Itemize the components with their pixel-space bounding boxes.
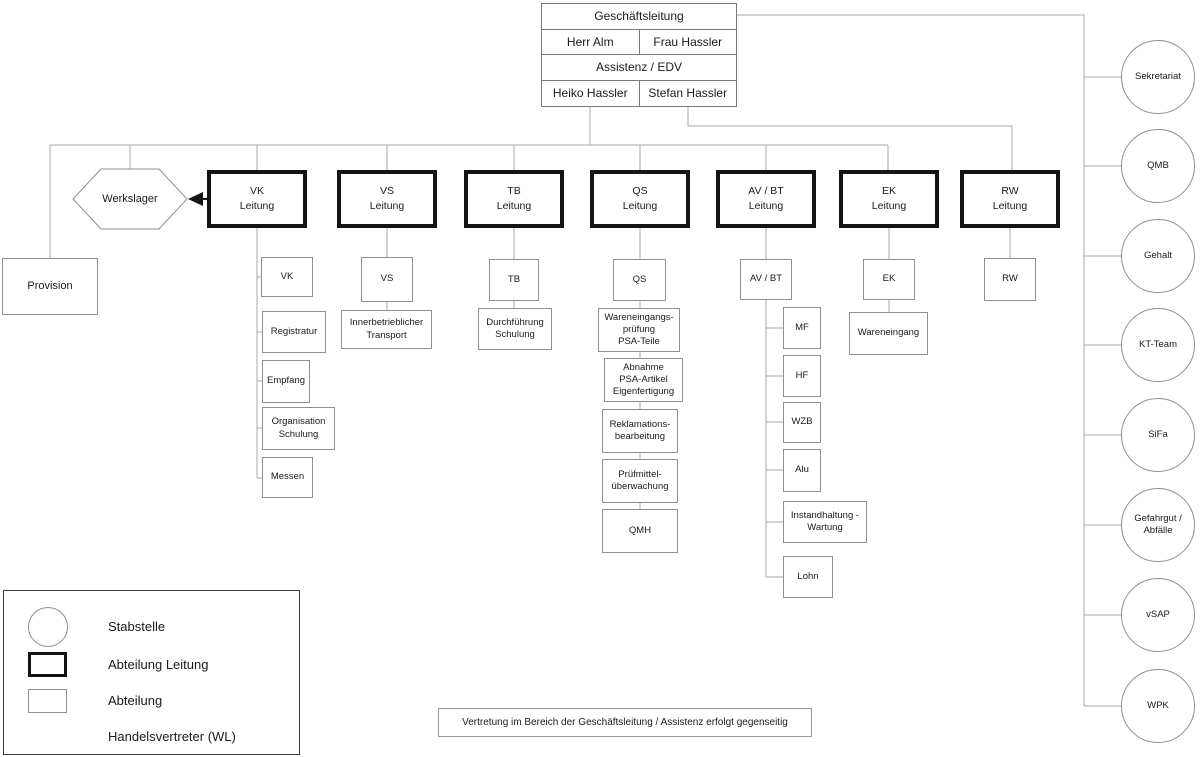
- management-assistant-right: Stefan Hassler: [648, 86, 728, 101]
- unit-mf: MF: [783, 307, 821, 349]
- unit-rw: RW: [984, 258, 1036, 301]
- unit-abnahme-psa-artikel: Abnahme PSA-Artikel Eigenfertigung: [604, 358, 683, 402]
- staff-spine-line: [737, 14, 1085, 706]
- unit-alu: Alu: [783, 449, 821, 492]
- legend-label-abteilung: Abteilung: [108, 693, 163, 708]
- unit-hf: HF: [783, 355, 821, 397]
- unit-av-bt: AV / BT: [740, 259, 792, 300]
- unit-wareneingangspruefung-psa-teile: Wareneingangs- prüfung PSA-Teile: [598, 308, 680, 352]
- unit-qs: QS: [613, 259, 666, 301]
- management-person-right: Frau Hassler: [653, 34, 723, 49]
- staff-circle-qmb: QMB: [1121, 129, 1195, 203]
- stefan-branch-line: [687, 107, 1013, 170]
- management-assistance: Assistenz / EDV: [542, 55, 736, 81]
- dept-leader-vk: VK Leitung: [207, 170, 307, 228]
- unit-ek: EK: [863, 259, 915, 300]
- unit-organisation-schulung: Organisation Schulung: [262, 407, 335, 450]
- legend-boldrect-icon: [28, 652, 67, 677]
- staff-circle-gefahrgut: Gefahrgut / Abfälle: [1121, 488, 1195, 562]
- staff-circle-sekretariat: Sekretariat: [1121, 40, 1195, 114]
- unit-innerbetrieblicher-transport: Innerbetrieblicher Transport: [341, 310, 432, 349]
- dept-leader-av-bt: AV / BT Leitung: [716, 170, 816, 228]
- legend-label-abteilung-leitung: Abteilung Leitung: [108, 657, 209, 672]
- unit-messen: Messen: [262, 457, 313, 498]
- note-box: Vertretung im Bereich der Geschäftsleitu…: [438, 708, 812, 737]
- provision-box: Provision: [2, 258, 98, 315]
- unit-registratur: Registratur: [262, 311, 326, 353]
- unit-vk: VK: [261, 257, 313, 297]
- legend-circle-icon: [28, 607, 68, 647]
- management-box: Geschäftsleitung Herr Alm Frau Hassler A…: [541, 3, 737, 107]
- werkslager-label: Werkslager: [102, 193, 158, 205]
- unit-wzb: WZB: [783, 402, 821, 443]
- management-person-left: Herr Alm: [542, 29, 640, 54]
- unit-reklamationsbearbeitung: Reklamations- bearbeitung: [602, 409, 678, 453]
- unit-tb: TB: [489, 259, 539, 301]
- unit-empfang: Empfang: [262, 360, 310, 403]
- unit-qmh: QMH: [602, 509, 678, 553]
- unit-wareneingang: Wareneingang: [849, 312, 928, 355]
- unit-vs: VS: [361, 257, 413, 302]
- management-assistant-left: Heiko Hassler: [542, 80, 640, 106]
- unit-lohn: Lohn: [783, 556, 833, 598]
- dept-leader-ek: EK Leitung: [839, 170, 939, 228]
- unit-durchfuehrung-schulung: Durchführung Schulung: [478, 308, 552, 350]
- legend-rect-icon: [28, 689, 67, 713]
- dept-leader-qs: QS Leitung: [590, 170, 690, 228]
- staff-circle-gehalt: Gehalt: [1121, 219, 1195, 293]
- staff-circle-sifa: SiFa: [1121, 398, 1195, 472]
- unit-instandhaltung-wartung: Instandhaltung - Wartung: [783, 501, 867, 543]
- dept-leader-tb: TB Leitung: [464, 170, 564, 228]
- legend-label-handelsvertreter: Handelsvertreter (WL): [108, 729, 236, 744]
- arrow-left-icon: [188, 192, 203, 206]
- werkslager-hexagon: [72, 168, 188, 230]
- dept-leader-vs: VS Leitung: [337, 170, 437, 228]
- staff-circle-kt-team: KT-Team: [1121, 308, 1195, 382]
- legend-label-stabstelle: Stabstelle: [108, 619, 166, 634]
- staff-circle-wpk: WPK: [1121, 669, 1195, 743]
- management-title: Geschäftsleitung: [542, 4, 736, 30]
- unit-pruefmittelueberwachung: Prüfmittel- überwachung: [602, 459, 678, 503]
- dept-leader-rw: RW Leitung: [960, 170, 1060, 228]
- staff-circle-vsap: vSAP: [1121, 578, 1195, 652]
